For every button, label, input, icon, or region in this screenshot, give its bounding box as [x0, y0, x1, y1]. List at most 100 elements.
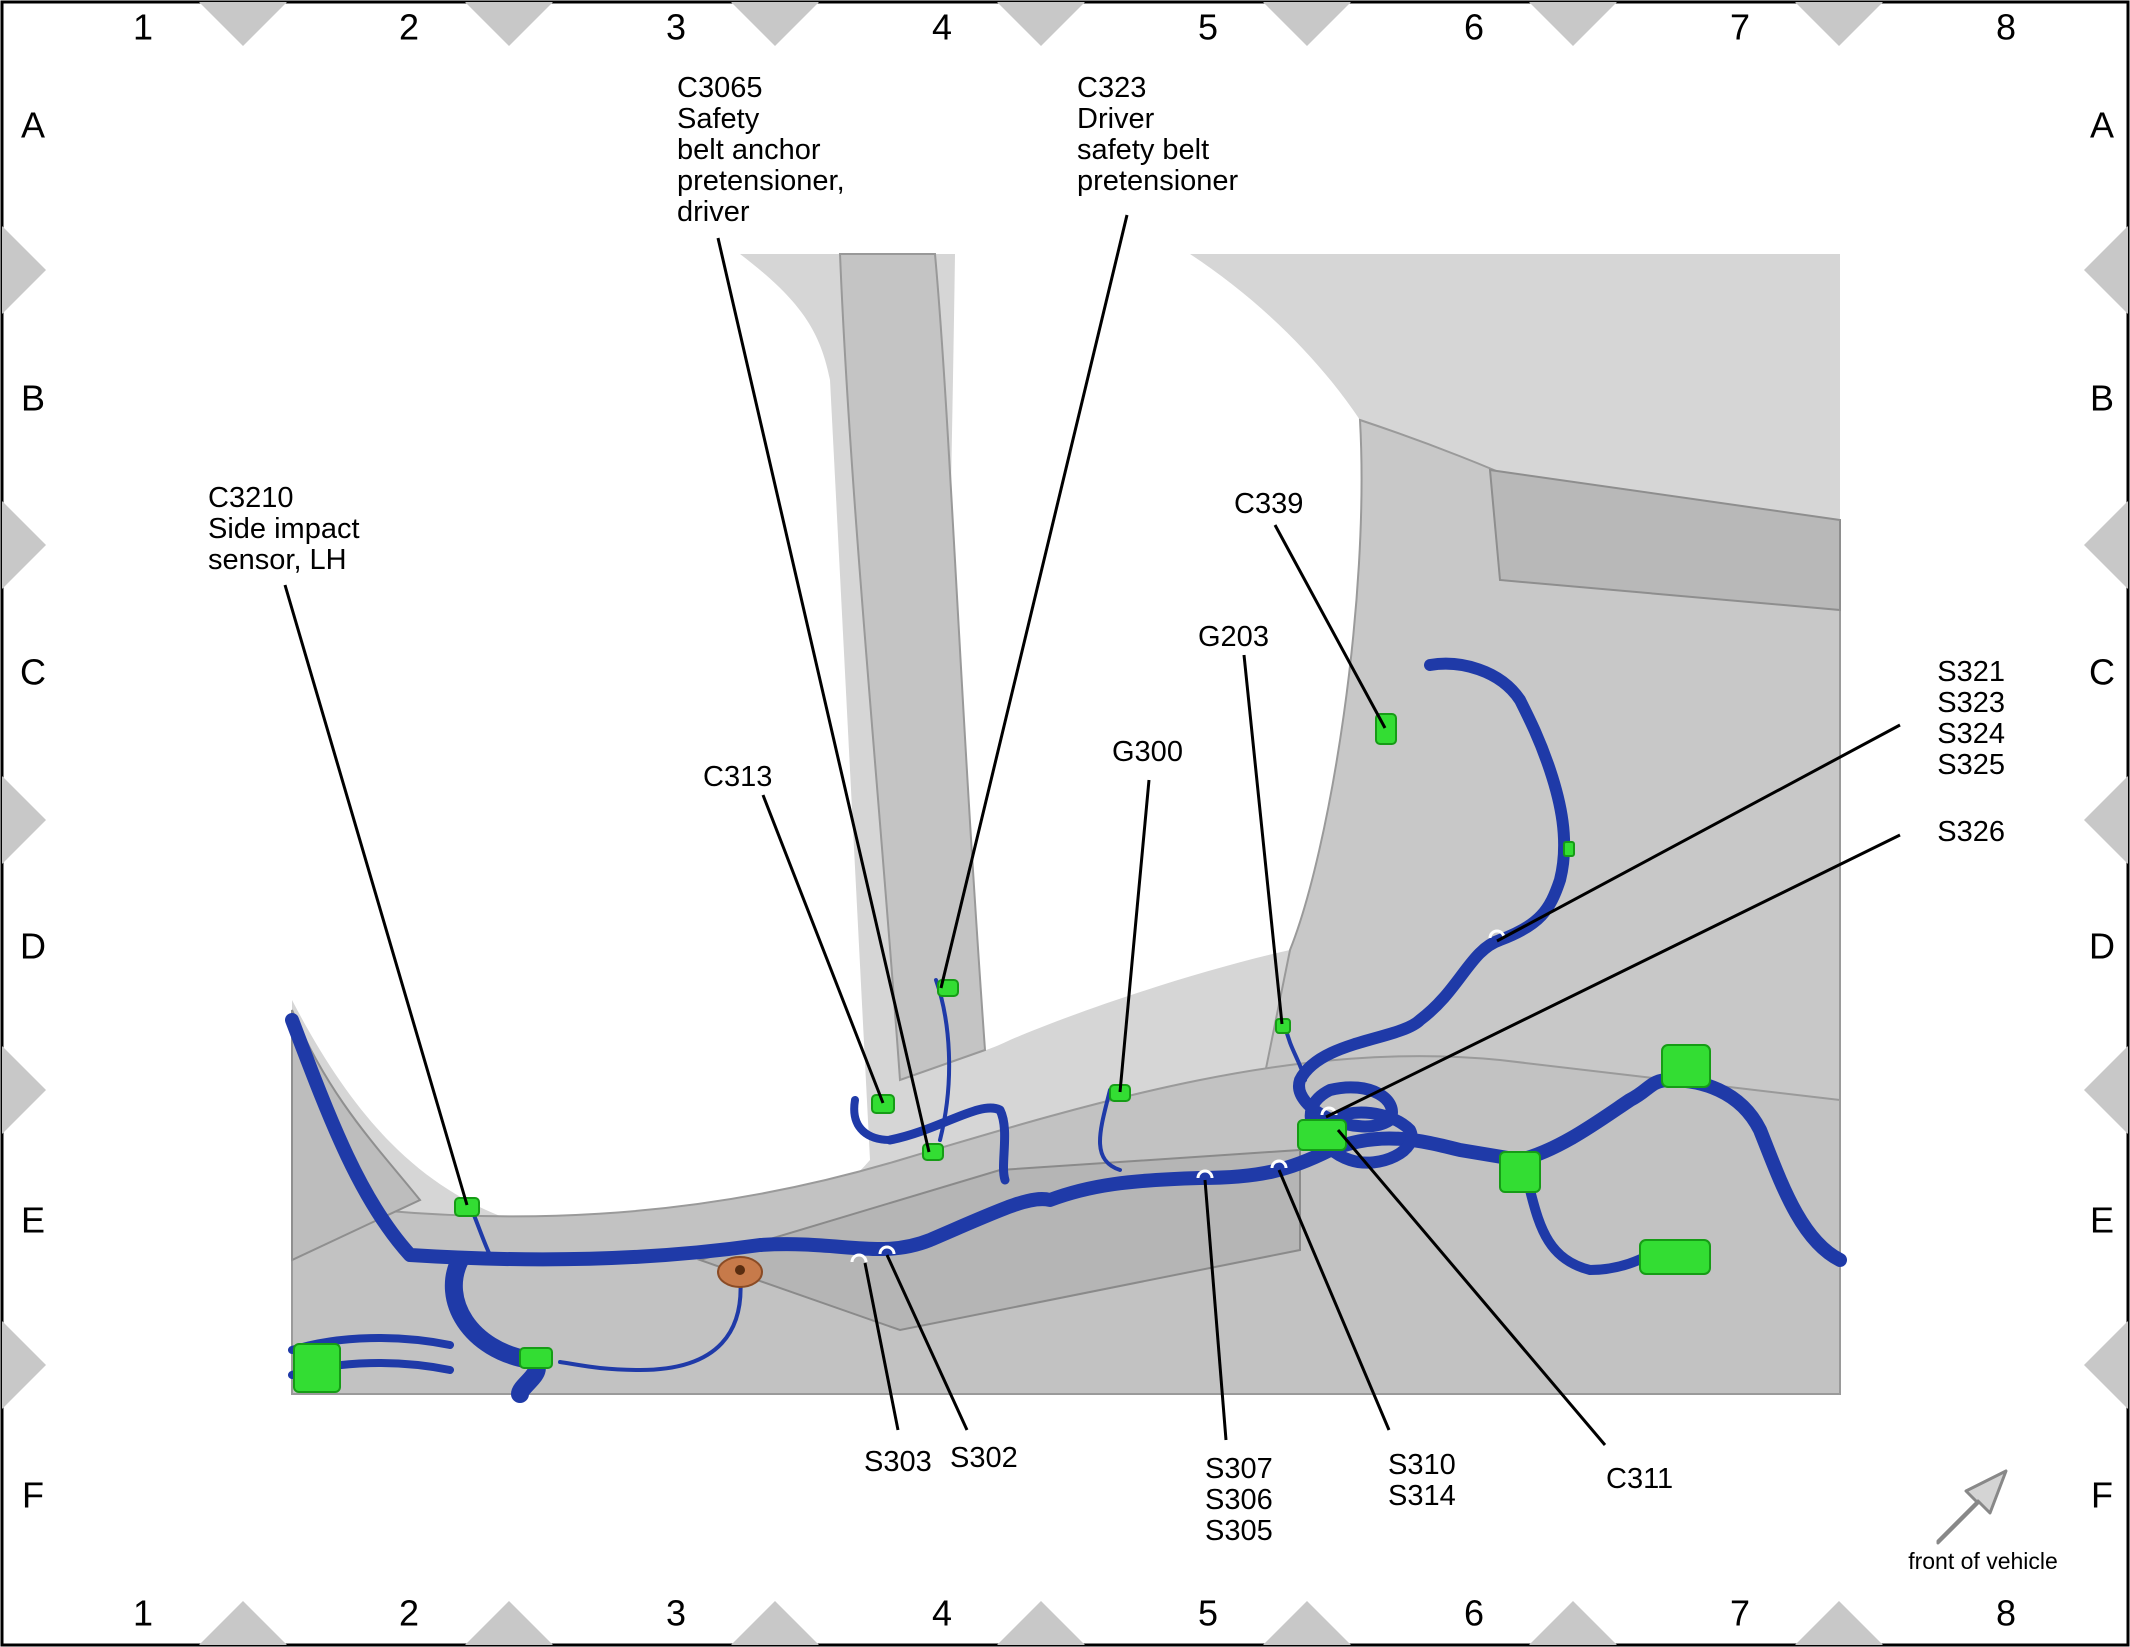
bottom-edge-marker: [1529, 1601, 1617, 1645]
ground-lug-icon: [717, 1256, 763, 1288]
grid-row-left-C: C: [20, 652, 46, 693]
connector-c3210-icon: [454, 1197, 480, 1217]
callout-line: S326: [1937, 816, 2005, 848]
top-edge-marker: [997, 2, 1085, 46]
callout-line: C339: [1234, 488, 1303, 520]
callout-line: S303: [864, 1446, 932, 1478]
top-edge-marker: [465, 2, 553, 46]
grid-column-bottom-6: 6: [1464, 1593, 1484, 1634]
callout-line: Side impact: [208, 513, 360, 545]
left-edge-marker: [2, 226, 46, 314]
callout-line: pretensioner,: [677, 165, 845, 197]
arrow-up-right-icon: [1936, 1469, 2008, 1545]
top-edge-marker: [1263, 2, 1351, 46]
callout-line: G300: [1112, 736, 1183, 768]
leader-lines: [283, 214, 1901, 1446]
connector-left-1-icon: [293, 1343, 341, 1393]
callout-line: S302: [950, 1442, 1018, 1474]
bottom-edge-marker: [997, 1601, 1085, 1645]
front-of-vehicle-indicator: front of vehicle: [1908, 1469, 2058, 1574]
grid-column-top-5: 5: [1198, 7, 1218, 48]
callout-line: sensor, LH: [208, 544, 347, 576]
vehicle-body-illustration: [291, 253, 1841, 1395]
top-edge-marker: [199, 2, 287, 46]
right-edge-marker: [2084, 776, 2128, 864]
callout-line: S310: [1388, 1449, 1456, 1481]
grid-row-left-A: A: [21, 105, 45, 146]
callout-c311: C311: [1606, 1463, 1673, 1495]
grid-row-left-F: F: [22, 1475, 44, 1516]
right-edge-marker: [2084, 226, 2128, 314]
callout-line: belt anchor: [677, 134, 821, 166]
right-edge-marker: [2084, 501, 2128, 589]
callout-line: C323: [1077, 72, 1146, 104]
callout-line: S306: [1205, 1484, 1273, 1516]
grid-column-top-6: 6: [1464, 7, 1484, 48]
grid-column-top-7: 7: [1730, 7, 1750, 48]
grid-row-right-D: D: [2089, 926, 2115, 967]
connector-large-2-icon: [1661, 1044, 1711, 1088]
grid-column-bottom-1: 1: [133, 1593, 153, 1634]
grid-row-left-D: D: [20, 926, 46, 967]
bottom-edge-marker: [1795, 1601, 1883, 1645]
connector-small-icon: [1563, 841, 1575, 857]
callout-s302: S302: [950, 1442, 1018, 1474]
callout-line: C313: [703, 761, 772, 793]
callout-line: S325: [1937, 749, 2005, 781]
connector-large-1-icon: [1499, 1151, 1541, 1193]
callout-line: Driver: [1077, 103, 1155, 135]
right-edge-marker: [2084, 1321, 2128, 1409]
splice-markers: [850, 929, 1506, 1263]
grid-column-bottom-8: 8: [1996, 1593, 2016, 1634]
callout-g203: G203: [1198, 621, 1269, 653]
connector-c311-icon: [1297, 1119, 1347, 1151]
callout-line: G203: [1198, 621, 1269, 653]
callout-line: S314: [1388, 1480, 1456, 1512]
callout-line: C311: [1606, 1463, 1673, 1495]
callout-line: driver: [677, 196, 750, 228]
grid-column-top-8: 8: [1996, 7, 2016, 48]
connector-left-2-icon: [519, 1347, 553, 1369]
grid-column-bottom-2: 2: [399, 1593, 419, 1634]
grid-row-left-B: B: [21, 378, 45, 419]
grid-row-left-E: E: [21, 1200, 45, 1241]
callout-c339: C339: [1234, 488, 1303, 520]
callout-line: S324: [1937, 718, 2005, 750]
grid-row-right-B: B: [2090, 378, 2114, 419]
bottom-edge-marker: [199, 1601, 287, 1645]
callout-s326: S326: [1937, 816, 2005, 848]
callout-line: S321: [1937, 656, 2005, 688]
top-edge-marker: [731, 2, 819, 46]
grid-column-top-1: 1: [133, 7, 153, 48]
grid-row-labels-left: A B C D E F: [20, 105, 46, 1516]
grid-row-right-E: E: [2090, 1200, 2114, 1241]
grid-column-bottom-7: 7: [1730, 1593, 1750, 1634]
connector-large-3-icon: [1639, 1239, 1711, 1275]
top-edge-marker: [1529, 2, 1617, 46]
bottom-edge-marker: [1263, 1601, 1351, 1645]
connector-c313-icon: [871, 1094, 895, 1114]
left-edge-marker: [2, 1046, 46, 1134]
connector-c3065-icon: [922, 1143, 944, 1161]
grid-row-right-A: A: [2090, 105, 2114, 146]
left-edge-marker: [2, 501, 46, 589]
grid-column-bottom-3: 3: [666, 1593, 686, 1634]
callout-line: S307: [1205, 1453, 1273, 1485]
callout-g300: G300: [1112, 736, 1183, 768]
harness-connectors: [293, 713, 1711, 1393]
grid-column-top-4: 4: [932, 7, 952, 48]
wiring-harness: [285, 657, 1847, 1403]
